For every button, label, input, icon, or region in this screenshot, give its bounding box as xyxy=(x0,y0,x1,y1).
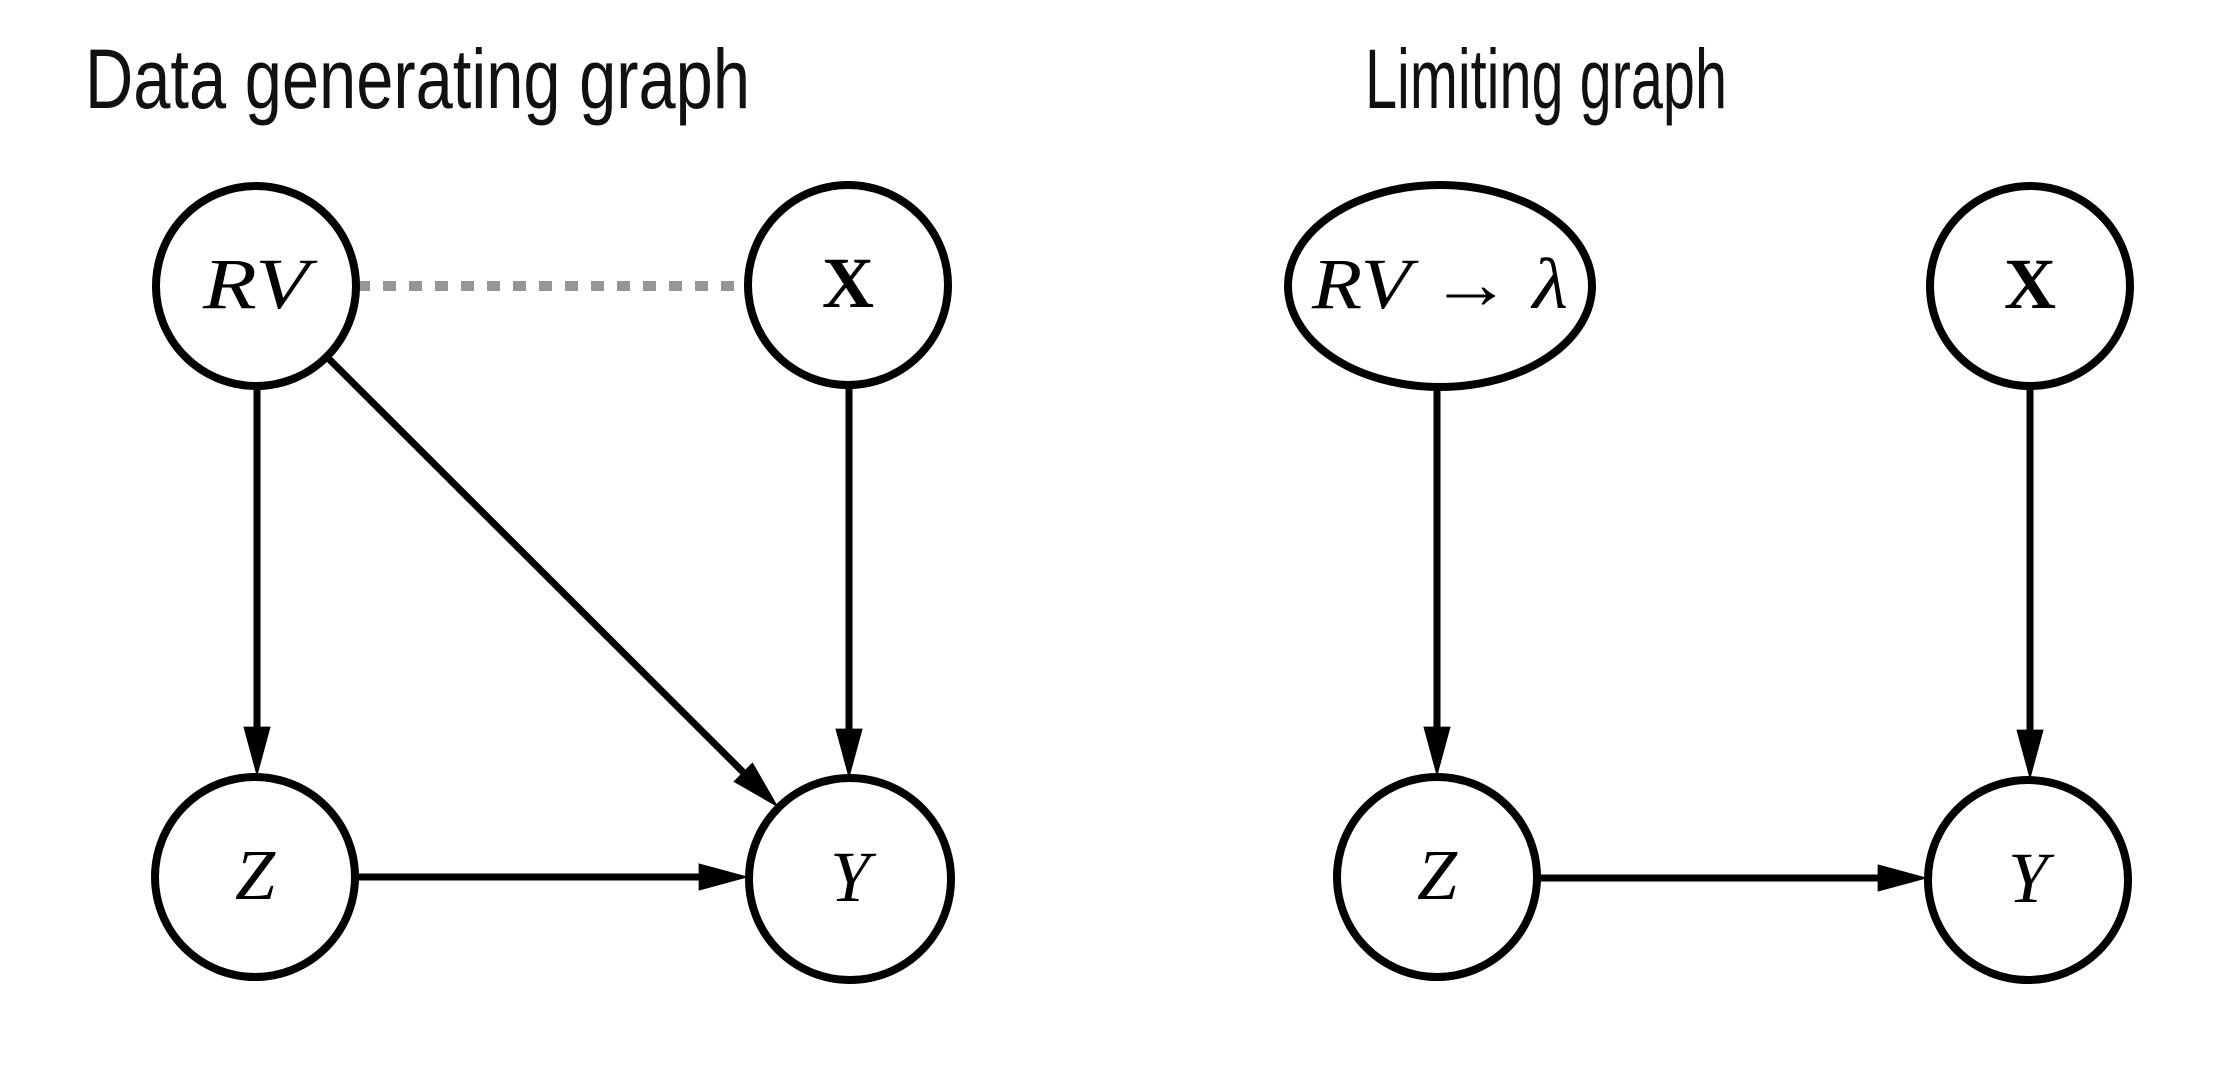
edge-rv-to-y-arrow xyxy=(324,354,779,808)
node-z-right: Z xyxy=(1333,773,1541,981)
node-z-circle xyxy=(151,773,359,981)
node-z-label: Z xyxy=(235,835,276,915)
node-x: X xyxy=(744,181,952,389)
left-graph-title: Data generating graph xyxy=(85,32,750,126)
node-rv-label: RV xyxy=(202,244,318,324)
node-y: Y xyxy=(745,774,955,984)
node-rv: RV xyxy=(152,182,360,390)
node-z: Z xyxy=(151,773,359,981)
limiting-graph: Limiting graph RV → λ X Z Y xyxy=(1284,32,2134,984)
node-rv-circle xyxy=(152,182,360,390)
node-x-label: X xyxy=(822,243,874,323)
node-y-label: Y xyxy=(830,837,877,917)
node-x-circle xyxy=(744,181,952,389)
data-generating-graph: Data generating graph RV X Z Y xyxy=(85,32,955,984)
node-y-right-circle xyxy=(1924,776,2132,984)
node-y-circle xyxy=(745,774,955,984)
node-rv-lambda: RV → λ xyxy=(1284,181,1596,391)
node-y-right: Y xyxy=(1924,776,2132,984)
node-x-right: X xyxy=(1926,182,2134,390)
node-x-right-label: X xyxy=(2004,244,2056,324)
node-x-right-circle xyxy=(1926,182,2134,390)
node-z-right-label: Z xyxy=(1417,835,1458,915)
node-y-right-label: Y xyxy=(2008,838,2055,918)
node-z-right-circle xyxy=(1333,773,1541,981)
node-rv-lambda-ellipse xyxy=(1284,181,1596,391)
right-graph-title: Limiting graph xyxy=(1365,32,1727,126)
node-rv-lambda-label: RV → λ xyxy=(1311,244,1568,324)
